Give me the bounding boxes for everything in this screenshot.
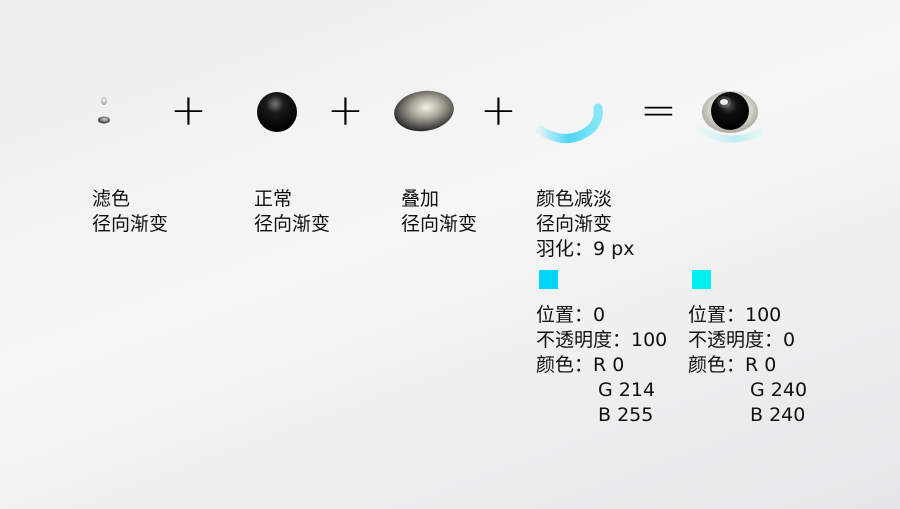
plus-operator-3: + bbox=[480, 85, 517, 136]
stop-color-g: G 240 bbox=[750, 379, 808, 401]
plus-operator-1: + bbox=[170, 85, 207, 136]
stop-color-b: B 255 bbox=[598, 404, 654, 426]
gradient-type-label: 径向渐变 bbox=[536, 213, 613, 235]
cyan-arc-sample bbox=[535, 103, 603, 143]
overlay-oval-sample bbox=[394, 90, 454, 132]
gradient-type-label: 径向渐变 bbox=[92, 213, 169, 235]
blend-mode-label: 叠加 bbox=[401, 188, 440, 210]
blend-mode-label: 颜色减淡 bbox=[536, 188, 613, 210]
screen-highlight-sample bbox=[98, 97, 110, 124]
stop-opacity: 不透明度：0 bbox=[688, 329, 796, 351]
feather-label: 羽化：9 px bbox=[536, 238, 635, 260]
gradient-type-label: 径向渐变 bbox=[254, 213, 331, 235]
stop-position: 位置：0 bbox=[536, 304, 606, 326]
plus-operator-2: + bbox=[327, 85, 364, 136]
blend-mode-label: 滤色 bbox=[92, 188, 131, 210]
stop-opacity: 不透明度：100 bbox=[536, 329, 668, 351]
gradient-stop-start: 位置：0 不透明度：100 颜色：R 0 G 214 B 255 bbox=[536, 303, 667, 428]
result-eye bbox=[696, 91, 764, 143]
stop-color-r: 颜色：R 0 bbox=[688, 354, 777, 376]
layer-label-normal: 正常 径向渐变 bbox=[254, 187, 330, 237]
stop-color-b: B 240 bbox=[750, 404, 806, 426]
stop-position: 位置：100 bbox=[688, 304, 782, 326]
layer-label-screen: 滤色 径向渐变 bbox=[92, 187, 168, 237]
equals-operator: = bbox=[640, 85, 677, 136]
gradient-type-label: 径向渐变 bbox=[401, 213, 478, 235]
stop-color-g: G 214 bbox=[598, 379, 656, 401]
stop-color-swatch-end bbox=[692, 270, 711, 289]
layer-label-overlay: 叠加 径向渐变 bbox=[401, 187, 477, 237]
stop-color-r: 颜色：R 0 bbox=[536, 354, 625, 376]
black-sphere-sample bbox=[257, 92, 297, 132]
gradient-stop-end: 位置：100 不透明度：0 颜色：R 0 G 240 B 240 bbox=[688, 303, 807, 428]
blend-mode-label: 正常 bbox=[254, 188, 293, 210]
layer-label-color-dodge: 颜色减淡 径向渐变 羽化：9 px bbox=[536, 187, 634, 262]
stop-color-swatch-start bbox=[539, 270, 558, 289]
